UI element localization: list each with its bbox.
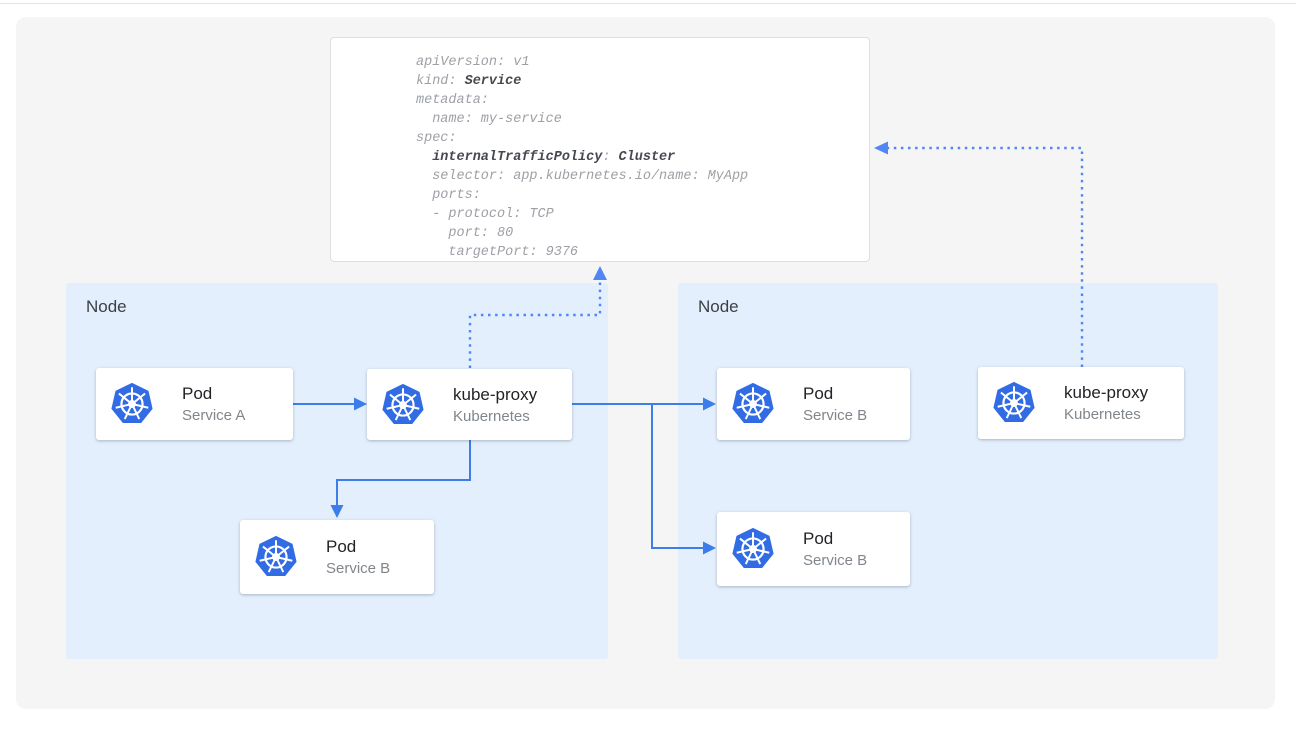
yaml-line: selector: app.kubernetes.io/name: MyApp [416, 169, 749, 184]
yaml-line: kind: Service [416, 74, 522, 89]
node-box-left: Node [66, 283, 608, 659]
node-box-right: Node [678, 283, 1218, 659]
card-subtitle: Service A [182, 407, 246, 424]
card-title: Pod [803, 384, 834, 403]
yaml-line: name: my-service [416, 112, 562, 127]
pod-card-service-b-right-bottom: Pod Service B [717, 512, 910, 586]
page-top-divider [0, 3, 1296, 4]
card-title: Pod [803, 529, 834, 548]
yaml-line: apiVersion: v1 [416, 55, 530, 70]
yaml-line: port: 80 [416, 226, 514, 241]
yaml-line: spec: [416, 131, 457, 146]
yaml-line: internalTrafficPolicy: Cluster [432, 150, 676, 165]
kubernetes-icon [993, 381, 1035, 423]
card-title: kube-proxy [453, 384, 538, 404]
kubernetes-icon [111, 382, 153, 424]
yaml-line: - protocol: TCP [416, 207, 554, 222]
yaml-line: targetPort: 9376 [416, 245, 579, 260]
card-subtitle: Kubernetes [453, 407, 530, 425]
service-yaml-card: apiVersion: v1 kind: Service metadata: nam… [330, 37, 870, 262]
kubernetes-icon [255, 535, 297, 577]
card-subtitle: Service B [803, 407, 868, 424]
yaml-code: apiVersion: v1 kind: Service metadata: nam… [416, 53, 861, 262]
card-title: Pod [182, 384, 213, 403]
card-title: Pod [326, 537, 357, 556]
card-subtitle: Service B [803, 552, 868, 569]
kubernetes-icon [732, 527, 774, 569]
node-label: Node [698, 297, 739, 316]
yaml-line: metadata: [416, 93, 489, 108]
kubernetes-icon [382, 383, 424, 424]
node-label: Node [86, 297, 127, 316]
pod-card-service-b-right-top: Pod Service B [717, 368, 910, 440]
card-subtitle: Service B [326, 560, 391, 577]
card-title: kube-proxy [1064, 383, 1149, 402]
pod-card-service-a: Pod Service A [96, 368, 293, 440]
pod-card-service-b-left: Pod Service B [240, 520, 434, 594]
yaml-line: ports: [416, 188, 481, 203]
kubernetes-icon [732, 382, 774, 424]
kube-proxy-card-left: kube-proxy Kubernetes [367, 369, 572, 440]
card-subtitle: Kubernetes [1064, 406, 1141, 423]
kube-proxy-card-right: kube-proxy Kubernetes [978, 367, 1184, 439]
